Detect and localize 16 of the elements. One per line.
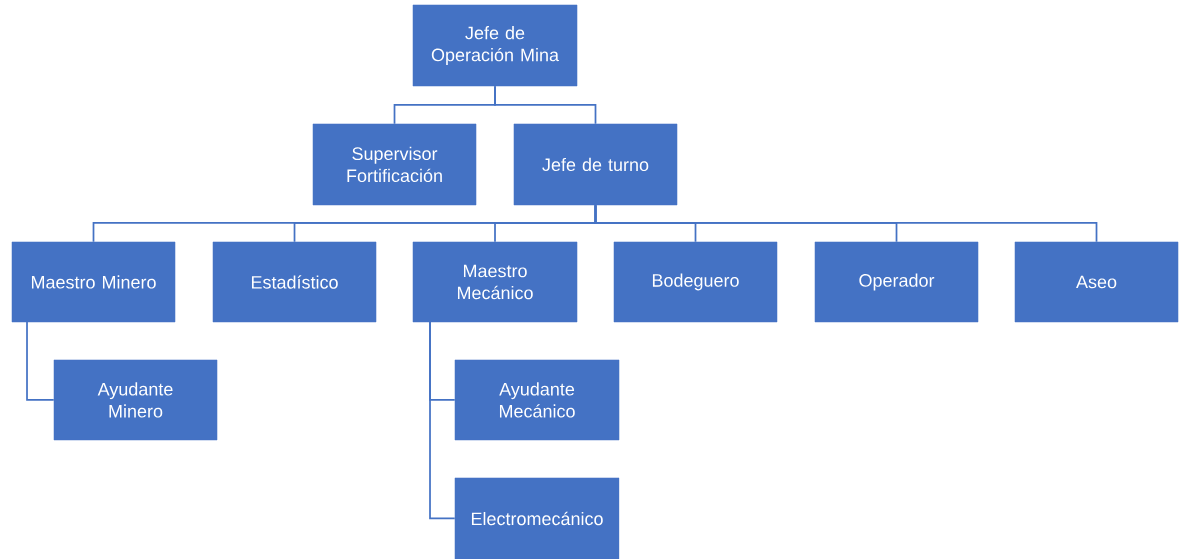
connector-line: [594, 204, 1098, 243]
position-box: Bodeguero: [613, 241, 778, 323]
position-box: Maestro Mecánico: [412, 241, 578, 323]
position-box: Estadístico: [212, 241, 377, 323]
position-box: Aseo: [1014, 241, 1179, 323]
connector-line: [429, 321, 456, 520]
position-box: Ayudante Mecánico: [454, 359, 620, 441]
position-box: Jefe de Operación Mina: [412, 4, 578, 87]
position-box: Ayudante Minero: [53, 359, 218, 441]
position-box: Jefe de turno: [513, 123, 678, 206]
position-box: Maestro Minero: [11, 241, 176, 323]
position-box: Operador: [814, 241, 979, 323]
position-box: Electromecánico: [454, 477, 620, 559]
connector-line: [494, 85, 597, 125]
position-box: Supervisor Fortificación: [312, 123, 477, 206]
connector-line: [26, 321, 55, 401]
